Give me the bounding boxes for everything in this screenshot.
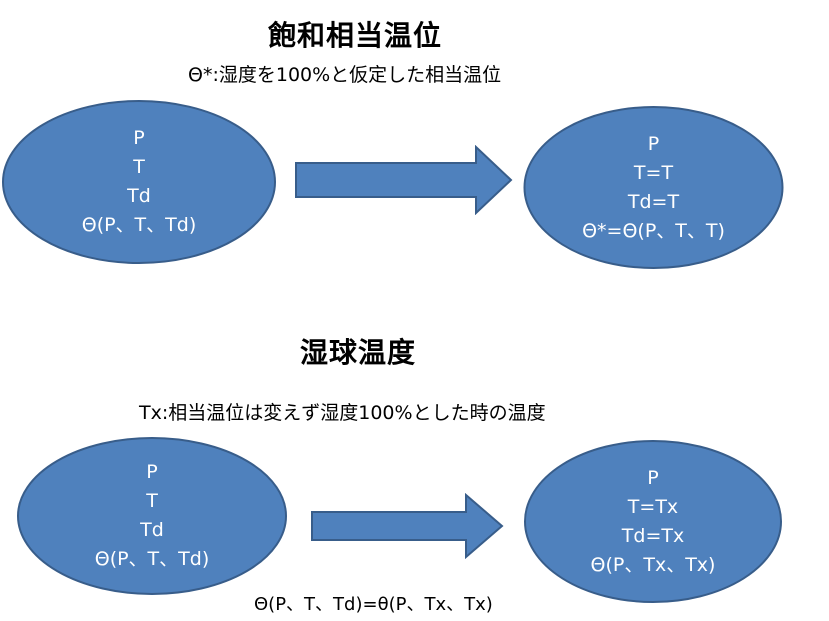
bottom-right-line-4: Θ(P、Tx、Tx) <box>590 553 716 576</box>
bottom-left-line-3: Td <box>140 519 164 541</box>
top-right-ellipse <box>523 106 784 269</box>
top-left-ellipse-text: P T Td Θ(P、T、Td) <box>0 98 278 266</box>
top-subtitle: Θ*:湿度を100%と仮定した相当温位 <box>188 64 502 86</box>
bottom-right-line-2: T=Tx <box>627 495 679 518</box>
top-right-line-4: Θ*=Θ(P、T、T) <box>582 219 725 242</box>
bottom-right-line-1: P <box>647 466 659 489</box>
bottom-title: 湿球温度 <box>299 336 416 369</box>
top-left-line-4: Θ(P、T、Td) <box>81 214 197 236</box>
bottom-left-line-4: Θ(P、T、Td) <box>94 548 210 570</box>
bottom-left-ellipse <box>17 437 287 595</box>
top-left-line-1: P <box>133 127 145 149</box>
top-arrow-right-icon <box>295 145 513 215</box>
bottom-equation: Θ(P、T、Td)=θ(P、Tx、Tx) <box>254 594 493 615</box>
bottom-right-ellipse <box>524 440 782 603</box>
top-right-line-3: Td=T <box>627 190 680 213</box>
bottom-left-line-1: P <box>146 461 158 483</box>
bottom-right-line-3: Td=Tx <box>621 524 685 547</box>
top-left-line-2: T <box>133 156 145 178</box>
bottom-subtitle: Tx:相当温位は変えず湿度100%とした時の温度 <box>139 402 546 424</box>
top-right-ellipse-text: P T=T Td=T Θ*=Θ(P、T、T) <box>522 104 785 271</box>
top-right-line-1: P <box>647 132 660 155</box>
top-right-line-2: T=T <box>633 161 674 184</box>
bottom-left-ellipse-text: P T Td Θ(P、T、Td) <box>15 435 289 597</box>
top-title: 飽和相当温位 <box>267 19 442 52</box>
bottom-arrow-right-icon <box>311 493 504 559</box>
top-left-line-3: Td <box>127 185 151 207</box>
bottom-left-line-2: T <box>146 490 158 512</box>
top-left-ellipse <box>2 100 276 264</box>
bottom-right-ellipse-text: P T=Tx Td=Tx Θ(P、Tx、Tx) <box>523 438 783 605</box>
